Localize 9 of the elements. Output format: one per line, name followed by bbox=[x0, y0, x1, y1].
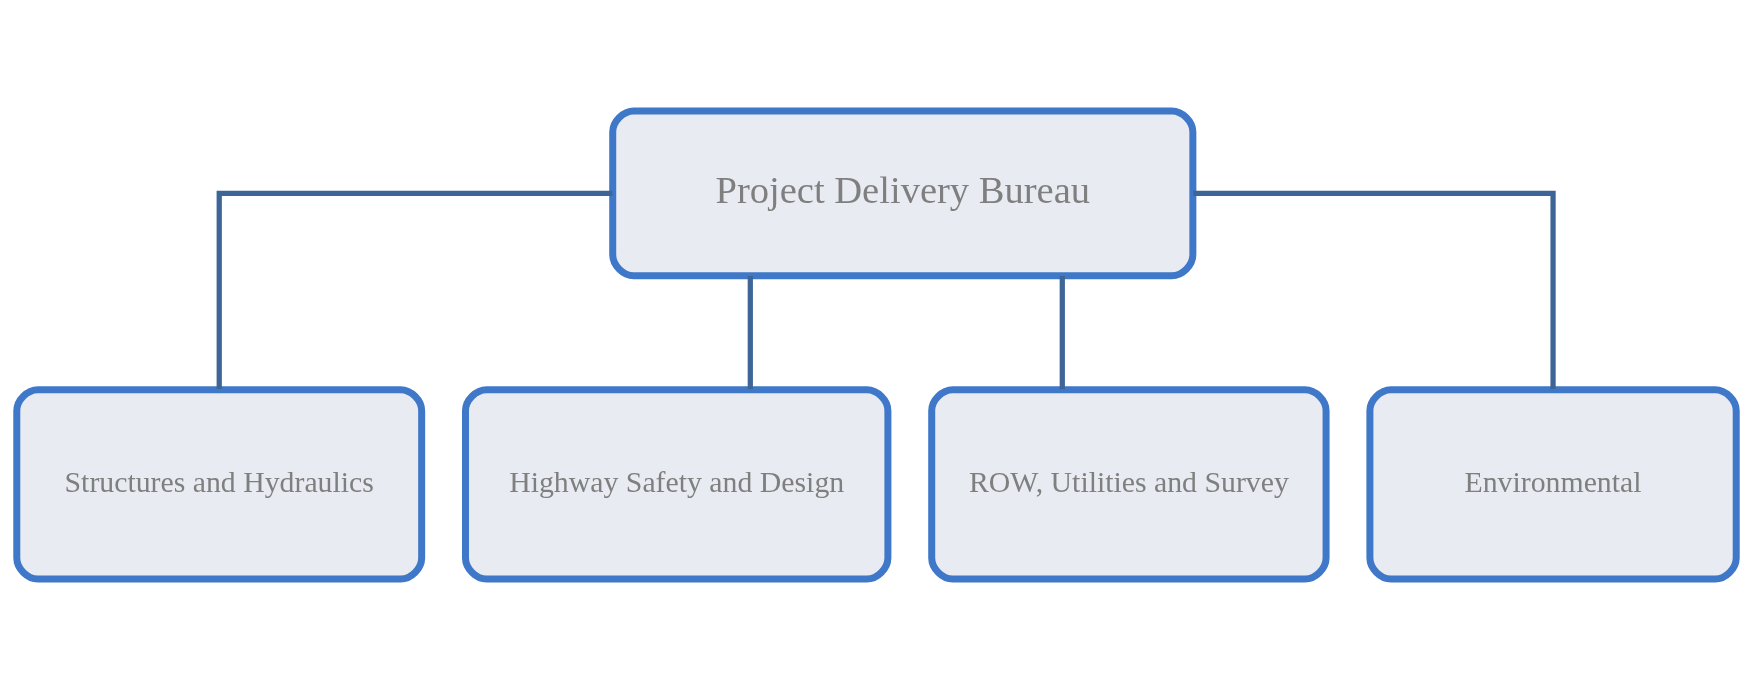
node-box: ROW, Utilities and Survey bbox=[928, 386, 1330, 583]
node-box: Environmental bbox=[1366, 386, 1740, 583]
node-box: Project Delivery Bureau bbox=[609, 107, 1197, 280]
connector bbox=[216, 190, 613, 390]
node-box: Structures and Hydraulics bbox=[13, 386, 426, 583]
connector bbox=[1059, 276, 1065, 390]
node-box: Highway Safety and Design bbox=[462, 386, 892, 583]
connector bbox=[1193, 190, 1556, 390]
connector bbox=[747, 276, 753, 390]
